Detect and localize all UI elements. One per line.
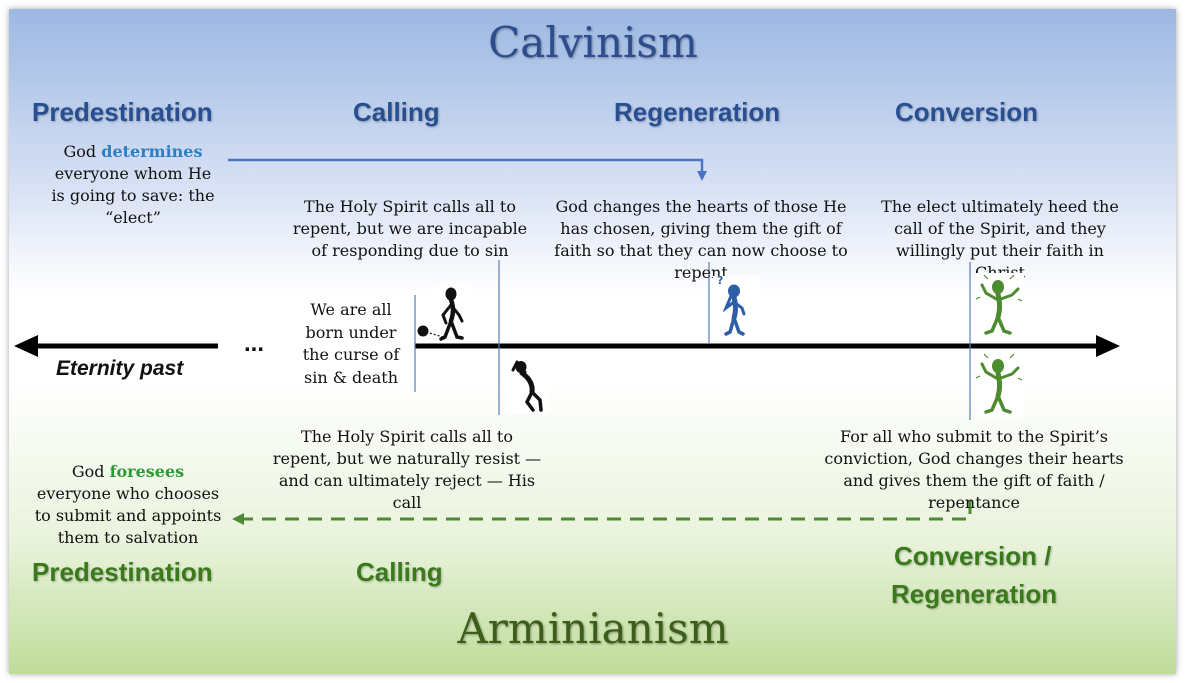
- calvinism-regeneration-desc: God changes the hearts of those He has c…: [554, 197, 848, 282]
- stick-figure-thinking-icon: ?: [713, 274, 759, 338]
- timeline-ellipsis: ...: [244, 330, 265, 357]
- arminianism-title: Arminianism: [457, 604, 729, 653]
- arminianism-stage-predestination: Predestination: [32, 557, 213, 587]
- calvinism-stage-regeneration: Regeneration: [614, 97, 781, 127]
- calvinism-stage-predestination: Predestination: [32, 97, 213, 127]
- determines-keyword: determines: [101, 142, 203, 161]
- timeline-right-arrowhead: [1096, 335, 1120, 357]
- timeline-left-arrowhead: [14, 335, 38, 357]
- arminianism-stage-regeneration: Regeneration: [891, 579, 1058, 609]
- stick-figure-resisting-icon: [507, 358, 549, 414]
- calvinism-conversion-desc: The elect ultimately heed the call of th…: [881, 197, 1119, 282]
- arminianism-conversion-desc: For all who submit to the Spirit’s convi…: [824, 427, 1124, 512]
- foresees-keyword: foresees: [109, 462, 185, 481]
- eternity-past-label: Eternity past: [56, 357, 184, 380]
- calvinism-predestination-arrow: [228, 158, 707, 181]
- stick-figure-chained-icon: [417, 285, 472, 341]
- arminianism-calling-desc: The Holy Spirit calls all to repent, but…: [272, 427, 542, 512]
- born-under-curse-text: We are all born under the curse of sin &…: [302, 300, 400, 387]
- calvinism-stage-calling: Calling: [353, 97, 440, 127]
- calvinism-calling-desc: The Holy Spirit calls all to repent, but…: [292, 197, 528, 260]
- arminianism-stage-conversion: Conversion /: [894, 541, 1052, 571]
- stick-figure-celebrating-icon: [975, 352, 1024, 418]
- arminianism-stage-calling: Calling: [356, 557, 443, 587]
- stick-figure-celebrating-icon: [975, 273, 1024, 339]
- slide-background: [9, 9, 1176, 674]
- svg-text:?: ?: [717, 274, 723, 287]
- calvinism-predestination-desc: God determines everyone whom He is going…: [51, 142, 215, 227]
- arminianism-predestination-desc: God foresees everyone who chooses to sub…: [34, 462, 222, 547]
- arminianism-foresees-arrow: [232, 500, 972, 525]
- calvinism-stage-conversion: Conversion: [895, 97, 1039, 127]
- calvinism-title: Calvinism: [488, 18, 698, 67]
